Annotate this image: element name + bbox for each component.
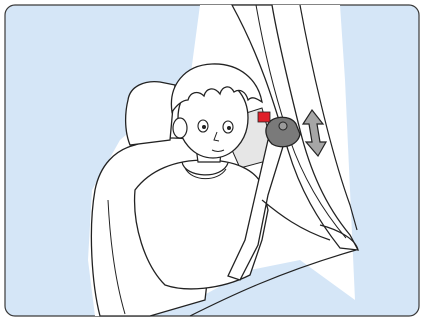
headrest [126,82,175,145]
right-pupil [227,126,231,130]
release-button [258,112,270,122]
ear [173,118,187,138]
left-pupil [202,125,206,129]
anchor-bolt [279,122,287,130]
